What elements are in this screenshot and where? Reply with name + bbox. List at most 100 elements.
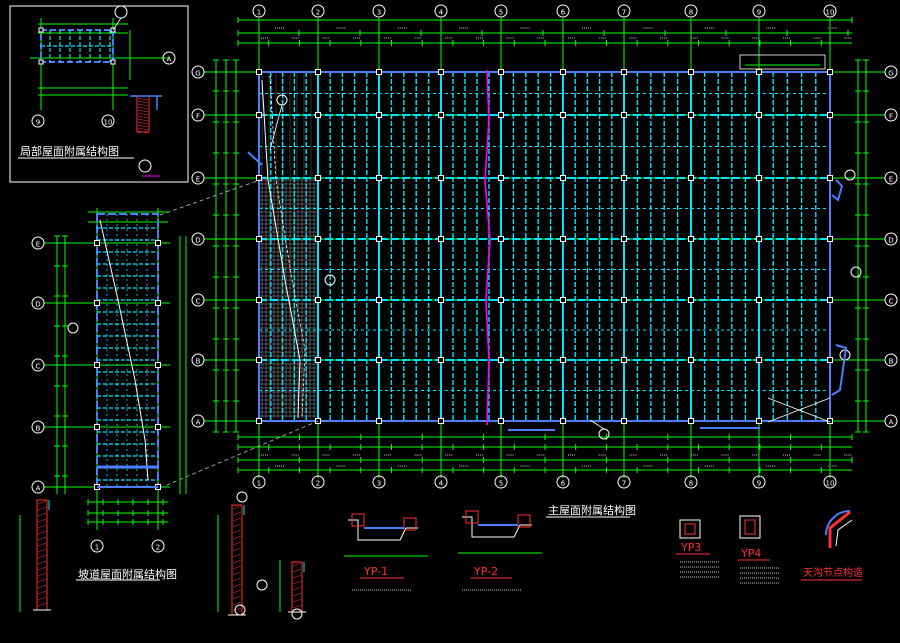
- row-axis-C-right-circle: [884, 293, 898, 307]
- gutter-line: [261, 79, 301, 419]
- inset-row-axis-C-circle: [31, 358, 45, 372]
- section-label-yp2: YP-2: [473, 565, 498, 578]
- row-axis-C-left-label: C: [196, 298, 201, 306]
- callout-leader: [589, 419, 605, 430]
- row-axis-D-left-label: D: [195, 237, 200, 245]
- column-axis-9-bottom-label: 9: [757, 480, 761, 488]
- gutter-node-frame: [828, 510, 851, 548]
- gutter-yp2: [462, 516, 532, 538]
- column-node: [315, 69, 321, 75]
- column-node: [438, 357, 444, 363]
- column-node: [560, 418, 566, 424]
- section-hatch: [37, 590, 47, 595]
- column-axis-3-top-label: 3: [377, 9, 381, 17]
- gutter-line: [269, 75, 306, 419]
- section-hatch: [137, 103, 149, 107]
- column-node: [315, 297, 321, 303]
- inset-column-node: [94, 240, 100, 246]
- section-hatch: [232, 505, 242, 510]
- yp4-core: [744, 519, 756, 535]
- gutter-yp2-block: [517, 514, 531, 528]
- column-node: [621, 236, 627, 242]
- column-axis-5-bottom-circle: [494, 475, 508, 489]
- section-hatch: [232, 553, 242, 558]
- inset-row-axis-A-label: A: [36, 485, 41, 493]
- section-hatch: [232, 523, 242, 528]
- detail-axis-A-label: A: [167, 56, 172, 64]
- column-node: [376, 175, 382, 181]
- column-axis-3-top-circle: [372, 4, 386, 18]
- inset-row-axis-B-label: B: [36, 425, 41, 433]
- column-node: [756, 175, 762, 181]
- section-bubble: [291, 608, 303, 620]
- inset-column-node: [155, 300, 161, 306]
- column-node: [376, 418, 382, 424]
- row-axis-B-left-circle: [191, 353, 205, 367]
- column-axis-3-bottom-circle: [372, 475, 386, 489]
- detail-axis-9-circle: [31, 114, 45, 128]
- section-hatch: [232, 601, 242, 606]
- section-hatch: [37, 572, 47, 577]
- column-node: [827, 236, 833, 242]
- section-hatch: [232, 589, 242, 594]
- section-hatch: [37, 566, 47, 571]
- section-hatch: [232, 547, 242, 552]
- column-node: [376, 69, 382, 75]
- column-node: [560, 112, 566, 118]
- column-node: [256, 112, 262, 118]
- inset-column-node: [155, 362, 161, 368]
- column-node: [498, 236, 504, 242]
- row-axis-E-right-circle: [884, 171, 898, 185]
- gutter-yp2-block: [465, 510, 479, 524]
- column-node: [498, 357, 504, 363]
- column-axis-8-top-label: 8: [689, 9, 693, 17]
- column-node: [315, 236, 321, 242]
- column-axis-8-bottom-label: 8: [689, 480, 693, 488]
- section-hatch: [292, 568, 302, 573]
- section-hatch: [137, 100, 149, 104]
- section-hatch: [137, 118, 149, 122]
- column-node: [688, 69, 694, 75]
- column-axis-8-top-circle: [684, 4, 698, 18]
- row-axis-E-left-label: E: [196, 176, 200, 184]
- row-axis-A-left-label: A: [196, 419, 201, 427]
- inset-row-axis-E-circle: [31, 236, 45, 250]
- section-label-yp1: YP-1: [363, 565, 388, 578]
- column-node: [498, 297, 504, 303]
- inset-row-axis-D-circle: [31, 296, 45, 310]
- column-node: [756, 236, 762, 242]
- column-node: [756, 69, 762, 75]
- row-axis-E-right-label: E: [889, 176, 893, 184]
- detail-callout-4: [844, 169, 856, 181]
- inset-column-axis-1-circle: [90, 539, 104, 553]
- column-node: [827, 69, 833, 75]
- section-hatch: [137, 106, 149, 110]
- column-axis-9-top-circle: [752, 4, 766, 18]
- section-hatch: [232, 511, 242, 516]
- column-node: [315, 357, 321, 363]
- column-axis-2-bottom-label: 2: [316, 480, 320, 488]
- column-node: [621, 297, 627, 303]
- column-node: [688, 112, 694, 118]
- row-axis-G-right-circle: [884, 65, 898, 79]
- column-axis-6-top-circle: [556, 4, 570, 18]
- column-node: [827, 357, 833, 363]
- column-axis-6-bottom-label: 6: [561, 480, 566, 488]
- local-roof-detail-frame: [9, 5, 189, 183]
- row-axis-A-right-label: A: [889, 419, 894, 427]
- column-axis-2-bottom-circle: [311, 475, 325, 489]
- section-hatch: [37, 596, 47, 601]
- column-axis-1-top-label: 1: [257, 9, 261, 17]
- callout-leader: [112, 17, 122, 31]
- section-hatch: [37, 530, 47, 535]
- yp3-core: [684, 523, 696, 535]
- column-node: [498, 418, 504, 424]
- section-hatch: [292, 592, 302, 597]
- gutter-node-arc: [825, 510, 851, 536]
- column-node: [315, 112, 321, 118]
- column-axis-7-bottom-label: 7: [622, 480, 626, 488]
- column-node: [256, 69, 262, 75]
- main-roof-title: 主屋面附属结构图: [548, 503, 636, 517]
